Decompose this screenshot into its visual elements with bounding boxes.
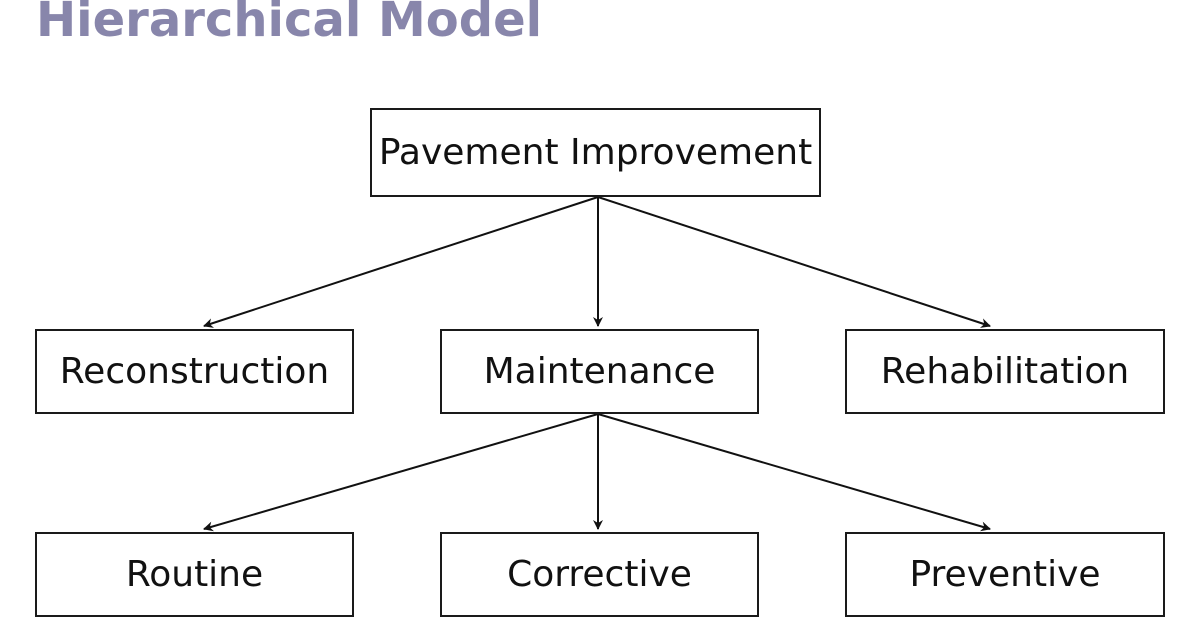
node-reconstruction: Reconstruction <box>35 329 354 414</box>
arrow-root-to-rehabilitation <box>597 196 991 328</box>
node-label: Reconstruction <box>59 351 330 392</box>
node-label: Preventive <box>909 554 1101 595</box>
node-pavement-improvement: Pavement Improvement <box>370 108 821 197</box>
node-label: Routine <box>125 554 264 595</box>
node-corrective: Corrective <box>440 532 759 617</box>
node-label: Rehabilitation <box>880 351 1130 392</box>
node-label: Pavement Improvement <box>378 132 813 173</box>
node-label: Corrective <box>507 554 692 595</box>
node-maintenance: Maintenance <box>440 329 759 414</box>
slide-title: Hierarchical Model <box>36 0 543 48</box>
arrow-root-to-reconstruction <box>203 196 599 328</box>
arrow-maintenance-to-routine <box>203 413 599 532</box>
node-rehabilitation: Rehabilitation <box>845 329 1165 414</box>
node-routine: Routine <box>35 532 354 617</box>
node-preventive: Preventive <box>845 532 1165 617</box>
node-label: Maintenance <box>483 351 716 392</box>
arrow-maintenance-to-preventive <box>597 413 991 532</box>
